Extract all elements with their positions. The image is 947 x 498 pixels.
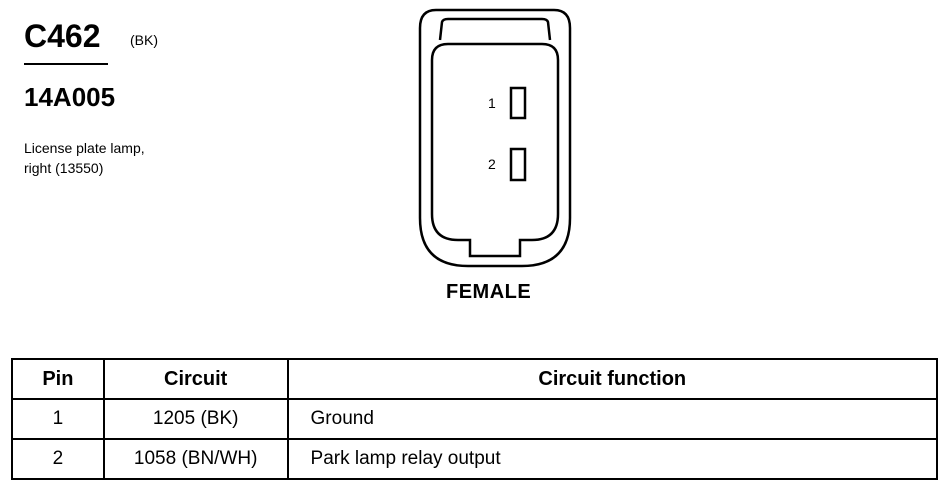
table-row: 2 1058 (BN/WH) Park lamp relay output bbox=[11, 438, 939, 480]
connector-outer-shell bbox=[418, 8, 572, 268]
cell-function: Ground bbox=[286, 398, 939, 440]
cell-pin: 1 bbox=[11, 398, 105, 440]
cell-pin: 2 bbox=[11, 438, 105, 480]
connector-lock-tab bbox=[438, 17, 552, 41]
connector-gender: FEMALE bbox=[446, 281, 532, 303]
pin-1-terminal bbox=[509, 86, 527, 120]
pin-2-terminal bbox=[509, 147, 527, 182]
connector-description: License plate lamp, right (13550) bbox=[24, 138, 224, 178]
cell-circuit: 1205 (BK) bbox=[102, 398, 289, 440]
connector-color-code: (BK) bbox=[130, 32, 158, 48]
table-header-row: Pin Circuit Circuit function bbox=[11, 358, 939, 400]
header-pin: Pin bbox=[11, 358, 105, 400]
pin-1-label: 1 bbox=[488, 95, 496, 111]
header-circuit: Circuit bbox=[102, 358, 289, 400]
part-number: 14A005 bbox=[24, 82, 116, 112]
cell-circuit: 1058 (BN/WH) bbox=[102, 438, 289, 480]
connector-inner-cavity bbox=[430, 42, 560, 258]
connector-face-diagram bbox=[418, 8, 572, 268]
header-circuit-function: Circuit function bbox=[286, 358, 939, 400]
description-line: right (13550) bbox=[24, 160, 104, 176]
connector-id: C462 bbox=[24, 18, 101, 54]
table-row: 1 1205 (BK) Ground bbox=[11, 398, 939, 440]
pinout-table: Pin Circuit Circuit function 1 1205 (BK)… bbox=[11, 358, 939, 480]
title-underline bbox=[24, 63, 108, 65]
description-line: License plate lamp, bbox=[24, 140, 145, 156]
cell-function: Park lamp relay output bbox=[286, 438, 939, 480]
pin-2-label: 2 bbox=[488, 156, 496, 172]
